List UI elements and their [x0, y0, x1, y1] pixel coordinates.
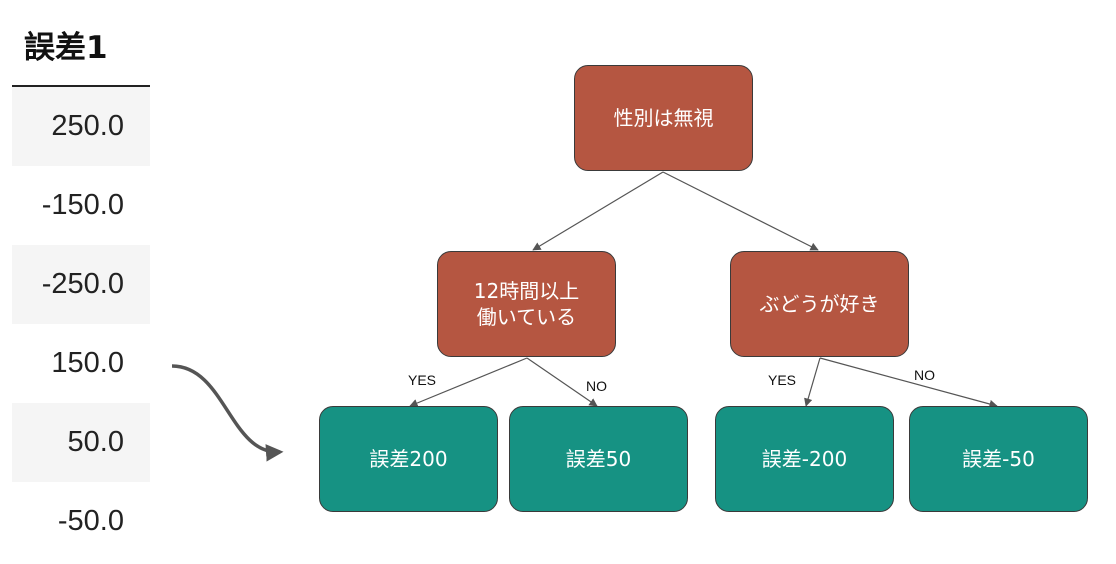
leaf-node: 誤差200 [319, 406, 498, 512]
table-row: 250.0 [12, 87, 150, 166]
edge-left-yes [409, 357, 528, 408]
leaf-node: 誤差-50 [909, 406, 1088, 512]
table-row: 150.0 [51, 347, 124, 379]
table-row: 50.0 [12, 403, 150, 482]
decision-node-left: 12時間以上 働いている [437, 251, 616, 357]
curved-arrow [171, 364, 284, 462]
edge-left-no [526, 357, 598, 407]
edge-label-yes: YES [768, 372, 797, 388]
edge-right-no [819, 357, 998, 409]
edge-root-left [532, 171, 664, 251]
edge-label-no: NO [914, 367, 935, 383]
leaf-node: 誤差-200 [715, 406, 894, 512]
edge-right-yes [804, 357, 821, 407]
table-header: 誤差1 [24, 30, 108, 66]
table-row: -150.0 [41, 189, 124, 221]
edge-label-no: NO [586, 378, 607, 394]
table-row: -250.0 [12, 245, 150, 324]
edge-root-right [662, 171, 819, 251]
edge-label-yes: YES [408, 372, 437, 388]
header-rule [12, 85, 150, 87]
root-node: 性別は無視 [574, 65, 753, 171]
leaf-node: 誤差50 [509, 406, 688, 512]
table-row: -50.0 [57, 505, 124, 537]
decision-node-right: ぶどうが好き [730, 251, 909, 357]
